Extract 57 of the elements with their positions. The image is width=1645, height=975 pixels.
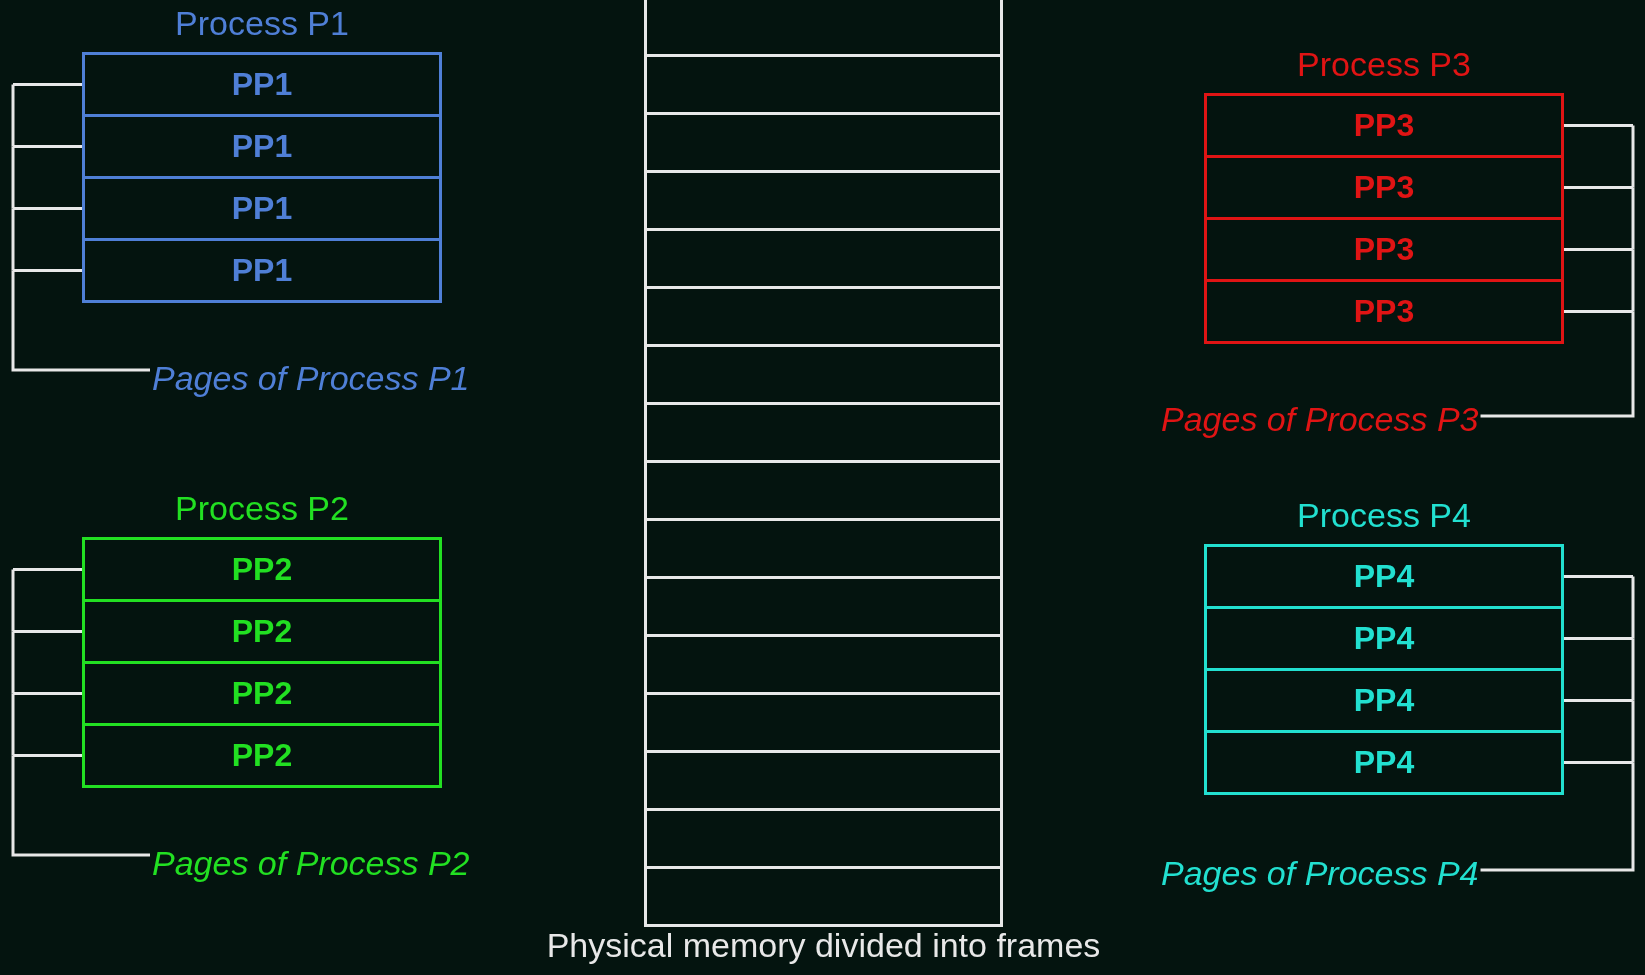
pages-caption: Pages of Process P4	[1161, 853, 1479, 893]
bracket-line	[13, 83, 84, 86]
page-row: PP2	[82, 537, 442, 602]
bracket-line	[11, 146, 15, 209]
memory-caption: Physical memory divided into frames	[546, 926, 1101, 965]
page-row: PP3	[1204, 217, 1564, 282]
process-title: Process P4	[1296, 496, 1472, 536]
bracket-line	[11, 208, 15, 271]
page-row: PP1	[82, 176, 442, 241]
bracket-line	[11, 693, 15, 756]
bracket-line	[11, 569, 15, 632]
bracket-line	[1631, 249, 1635, 312]
bracket-line	[1562, 637, 1633, 640]
page-row: PP4	[1204, 668, 1564, 733]
bracket-line	[1562, 575, 1633, 578]
page-row: PP4	[1204, 606, 1564, 671]
bracket-line	[13, 630, 84, 633]
bracket-line	[1631, 125, 1635, 188]
process-title: Process P2	[174, 489, 350, 529]
bracket-line	[11, 270, 150, 372]
bracket-line	[13, 568, 84, 571]
bracket-line	[1562, 699, 1633, 702]
page-row: PP4	[1204, 544, 1564, 609]
bracket-line	[1562, 310, 1633, 313]
bracket-line	[13, 754, 84, 757]
bracket-line	[1631, 700, 1635, 763]
bracket-line	[1562, 761, 1633, 764]
bracket-line	[13, 692, 84, 695]
bracket-line	[11, 631, 15, 694]
page-row: PP2	[82, 661, 442, 726]
page-row: PP1	[82, 238, 442, 303]
bracket-line	[1631, 576, 1635, 639]
bracket-line	[1480, 762, 1635, 872]
bracket-line	[1480, 311, 1635, 418]
page-row: PP3	[1204, 155, 1564, 220]
bracket-line	[1631, 187, 1635, 250]
bracket-line	[1631, 638, 1635, 701]
bracket-line	[13, 207, 84, 210]
process-title: Process P3	[1296, 45, 1472, 85]
page-row: PP2	[82, 599, 442, 664]
pages-caption: Pages of Process P2	[152, 843, 470, 883]
pages-caption: Pages of Process P1	[152, 358, 470, 398]
bracket-line	[13, 145, 84, 148]
bracket-line	[13, 269, 84, 272]
page-row: PP1	[82, 114, 442, 179]
page-row: PP1	[82, 52, 442, 117]
page-row: PP3	[1204, 93, 1564, 158]
page-row: PP2	[82, 723, 442, 788]
bracket-line	[1562, 124, 1633, 127]
bracket-line	[1562, 248, 1633, 251]
bracket-line	[1562, 186, 1633, 189]
bracket-line	[11, 84, 15, 147]
page-row: PP4	[1204, 730, 1564, 795]
process-title: Process P1	[174, 4, 350, 44]
bracket-line	[11, 755, 150, 857]
pages-caption: Pages of Process P3	[1161, 399, 1479, 439]
page-row: PP3	[1204, 279, 1564, 344]
